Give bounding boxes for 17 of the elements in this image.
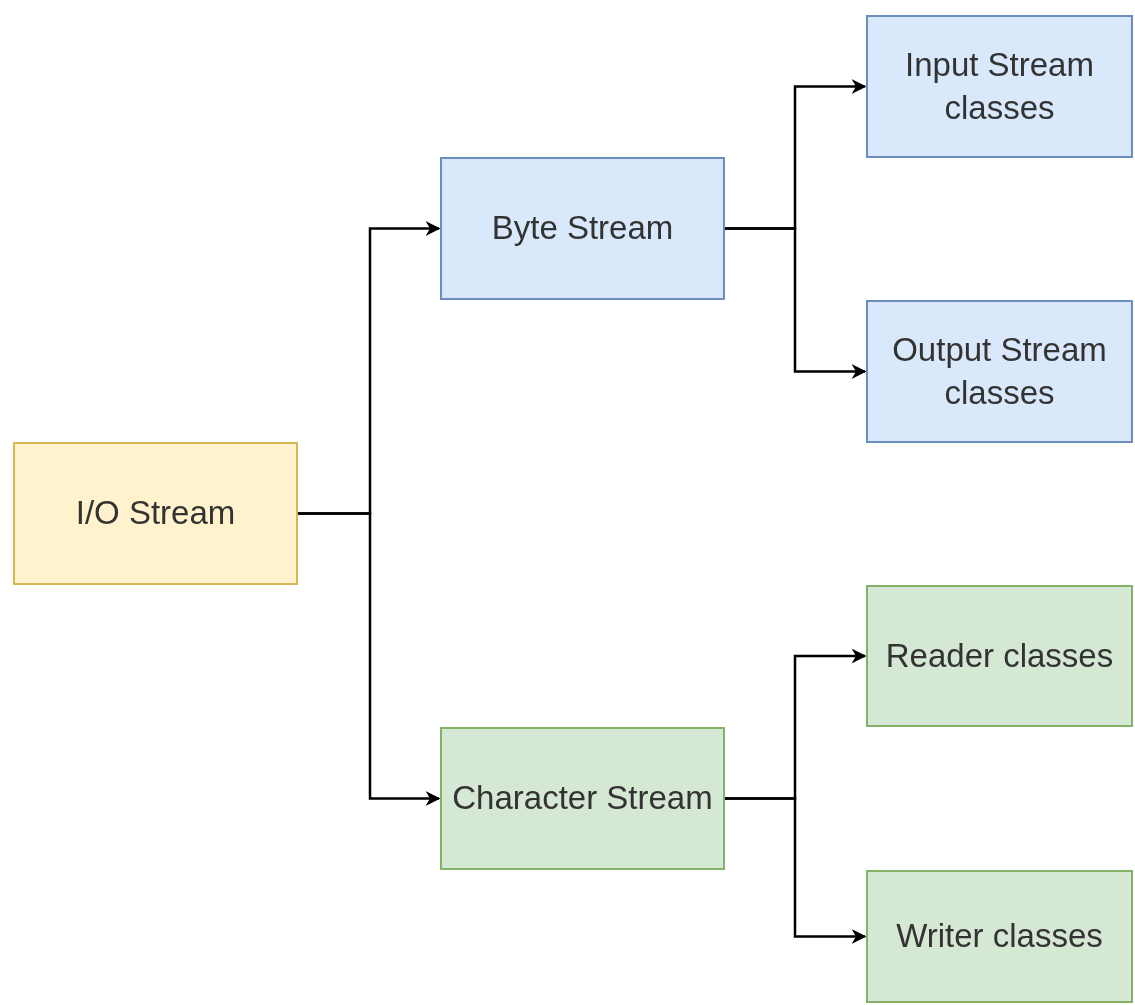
box-label: Output Stream classes [891, 329, 1108, 413]
process-box [440, 727, 725, 870]
box-label: Reader classes [885, 635, 1114, 676]
box-label: Character Stream [452, 778, 713, 819]
box-label: Writer classes [896, 916, 1103, 957]
process-box [866, 870, 1133, 1003]
arrow [298, 512, 441, 806]
process-box [13, 442, 298, 585]
process-box [866, 15, 1133, 158]
box-label: Byte Stream [491, 208, 674, 249]
arrow [725, 797, 867, 944]
process-box [440, 157, 725, 300]
process-box [866, 300, 1133, 443]
box-label: I/O Stream [75, 493, 236, 534]
box-label: Input Stream classes [904, 44, 1095, 128]
process-box [866, 585, 1133, 727]
arrow [725, 227, 867, 379]
